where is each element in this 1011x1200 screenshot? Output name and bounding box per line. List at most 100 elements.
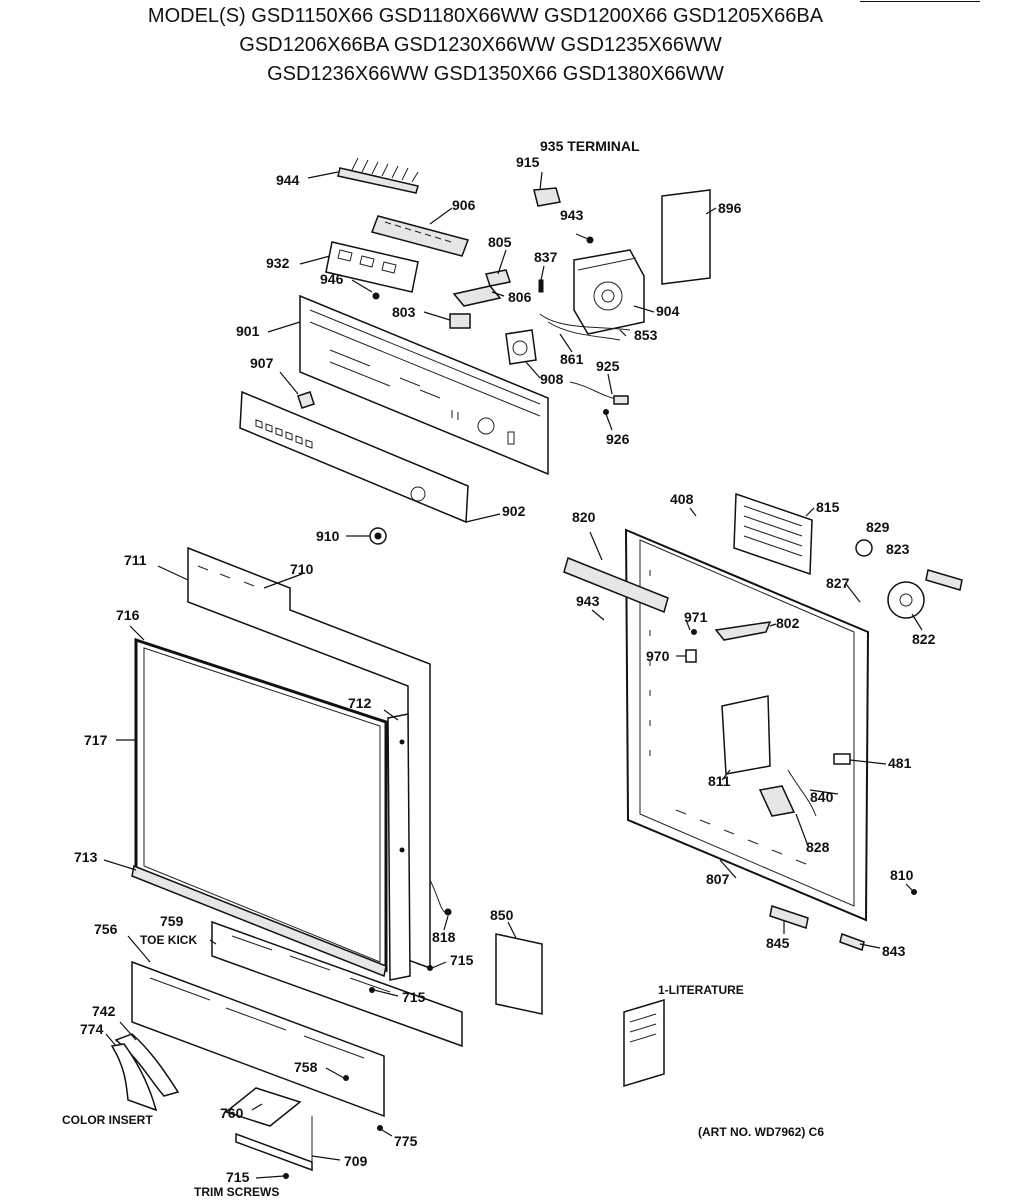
label-759: 759 <box>160 913 184 929</box>
part-742-774-insert <box>110 1033 180 1112</box>
label-853: 853 <box>634 327 658 343</box>
label-845: 845 <box>766 935 790 951</box>
part-818-bracket <box>429 879 452 916</box>
label-829: 829 <box>866 519 890 535</box>
label-970: 970 <box>646 648 670 664</box>
leader-lines <box>103 171 923 1179</box>
label-774: 774 <box>80 1021 104 1037</box>
part-910-knob <box>369 527 387 545</box>
part-756-base-panel <box>131 960 385 1118</box>
label-802: 802 <box>776 615 800 631</box>
label-807: 807 <box>706 871 730 887</box>
label-756: 756 <box>94 921 118 937</box>
model-list-line-3: GSD1236X66WW GSD1350X66 GSD1380X66WW <box>267 63 724 85</box>
part-926-screw <box>603 409 609 415</box>
part-946-screw <box>372 292 380 300</box>
label-literature: 1-LITERATURE <box>658 983 744 997</box>
label-715-trim: 715 <box>226 1169 250 1185</box>
label-803: 803 <box>392 304 416 320</box>
header-rule <box>860 1 980 2</box>
label-713: 713 <box>74 849 98 865</box>
label-925: 925 <box>596 358 620 374</box>
part-906-switch-block <box>371 215 469 257</box>
label-904: 904 <box>656 303 680 319</box>
label-715-toe: 715 <box>402 989 426 1005</box>
part-literature <box>623 998 665 1088</box>
part-845-843-810 <box>769 889 917 951</box>
part-811-dispenser <box>721 695 771 775</box>
label-932: 932 <box>266 255 290 271</box>
label-901: 901 <box>236 323 260 339</box>
part-907-knob <box>297 391 315 409</box>
part-802-arm <box>714 621 772 641</box>
label-481: 481 <box>888 755 912 771</box>
label-828: 828 <box>806 839 830 855</box>
label-trim-screws: TRIM SCREWS <box>194 1185 279 1199</box>
label-943-top: 943 <box>560 207 584 223</box>
label-717: 717 <box>84 732 108 748</box>
label-910: 910 <box>316 528 340 544</box>
label-711: 711 <box>124 552 147 568</box>
label-716: 716 <box>116 607 140 623</box>
label-760: 760 <box>220 1105 244 1121</box>
label-827: 827 <box>826 575 850 591</box>
part-944-strip <box>337 157 419 194</box>
label-822: 822 <box>912 631 936 647</box>
label-color-insert: COLOR INSERT <box>62 1113 153 1127</box>
part-932-bracket <box>325 241 419 293</box>
part-760-709-brackets <box>224 1087 313 1172</box>
part-943-screw-top <box>575 233 594 244</box>
label-715-side: 715 <box>450 952 474 968</box>
label-art-number: (ART NO. WD7962) C6 <box>698 1125 824 1139</box>
part-853-harness <box>539 313 631 341</box>
label-850: 850 <box>490 907 514 923</box>
label-944: 944 <box>276 172 300 188</box>
part-806-insulator <box>452 285 502 307</box>
label-815: 815 <box>816 499 840 515</box>
label-408: 408 <box>670 491 694 507</box>
part-717-door-panel <box>134 637 388 973</box>
part-713-trim <box>131 864 387 978</box>
label-946: 946 <box>320 271 344 287</box>
label-709: 709 <box>344 1153 368 1169</box>
part-803-switch <box>449 313 471 329</box>
label-712: 712 <box>348 695 372 711</box>
label-811: 811 <box>708 773 731 789</box>
part-908-module <box>505 329 537 365</box>
label-926: 926 <box>606 431 630 447</box>
label-943-door: 943 <box>576 593 600 609</box>
label-935-terminal: 935 TERMINAL <box>540 138 640 154</box>
label-837: 837 <box>534 249 558 265</box>
label-908: 908 <box>540 371 564 387</box>
label-758: 758 <box>294 1059 318 1075</box>
part-829-823-822-detergent <box>855 539 963 619</box>
label-843: 843 <box>882 943 906 959</box>
part-915-terminal <box>533 187 561 207</box>
label-840: 840 <box>810 789 834 805</box>
label-toe-kick: TOE KICK <box>140 933 197 947</box>
label-823: 823 <box>886 541 910 557</box>
part-481-840-828-latch <box>758 753 851 817</box>
label-915: 915 <box>516 154 540 170</box>
label-810: 810 <box>890 867 914 883</box>
label-806: 806 <box>508 289 532 305</box>
label-907: 907 <box>250 355 274 371</box>
label-971: 971 <box>684 609 708 625</box>
label-906: 906 <box>452 197 476 213</box>
part-759-toe-kick <box>211 920 463 1048</box>
part-775-screw <box>377 1125 383 1131</box>
label-820: 820 <box>572 509 596 525</box>
label-861: 861 <box>560 351 584 367</box>
part-904-timer <box>573 249 645 335</box>
label-818: 818 <box>432 929 456 945</box>
part-815-vent <box>733 492 813 576</box>
label-775: 775 <box>394 1133 418 1149</box>
label-902: 902 <box>502 503 526 519</box>
part-901-console <box>299 294 549 476</box>
label-742: 742 <box>92 1003 116 1019</box>
part-715-screws <box>343 965 433 1081</box>
part-837-pin <box>538 279 544 293</box>
part-820-handle <box>563 556 669 614</box>
model-list-line-1: MODEL(S) GSD1150X66 GSD1180X66WW GSD1200… <box>147 5 824 27</box>
